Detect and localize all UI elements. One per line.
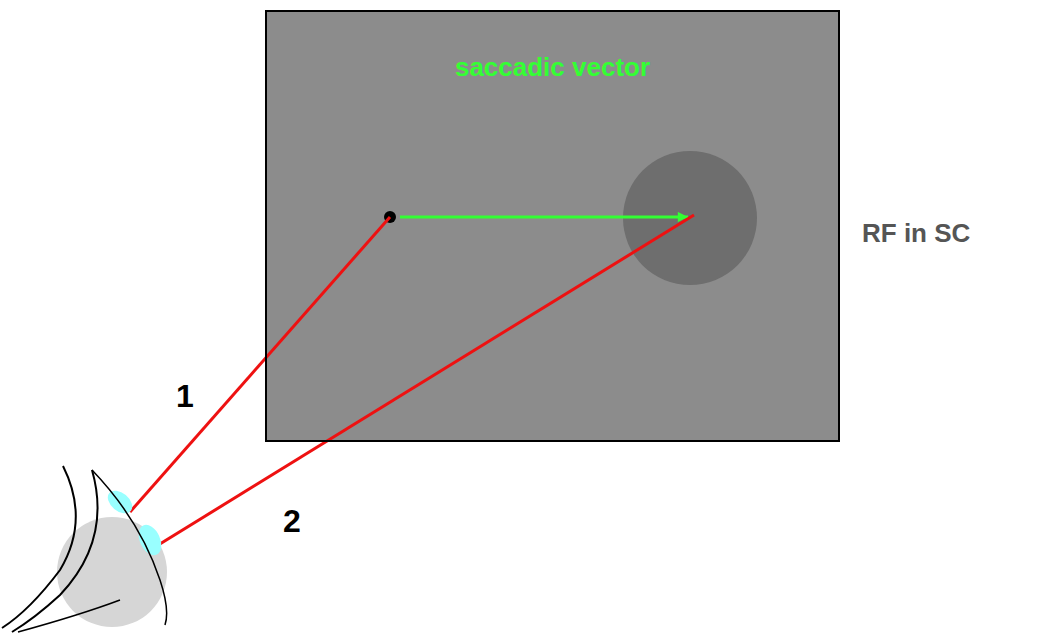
saccade-arrow xyxy=(400,216,688,219)
screen-ground xyxy=(266,11,839,441)
line-of-sight xyxy=(130,217,390,512)
callout-number: 2 xyxy=(283,503,301,540)
callout-number: 1 xyxy=(176,378,194,415)
node-title: saccadic vector xyxy=(267,52,838,83)
eye-symbol xyxy=(2,466,167,632)
screen-box: saccadic vector xyxy=(265,10,840,442)
line-of-sight xyxy=(155,215,694,547)
region-label: RF in SC xyxy=(862,218,970,249)
